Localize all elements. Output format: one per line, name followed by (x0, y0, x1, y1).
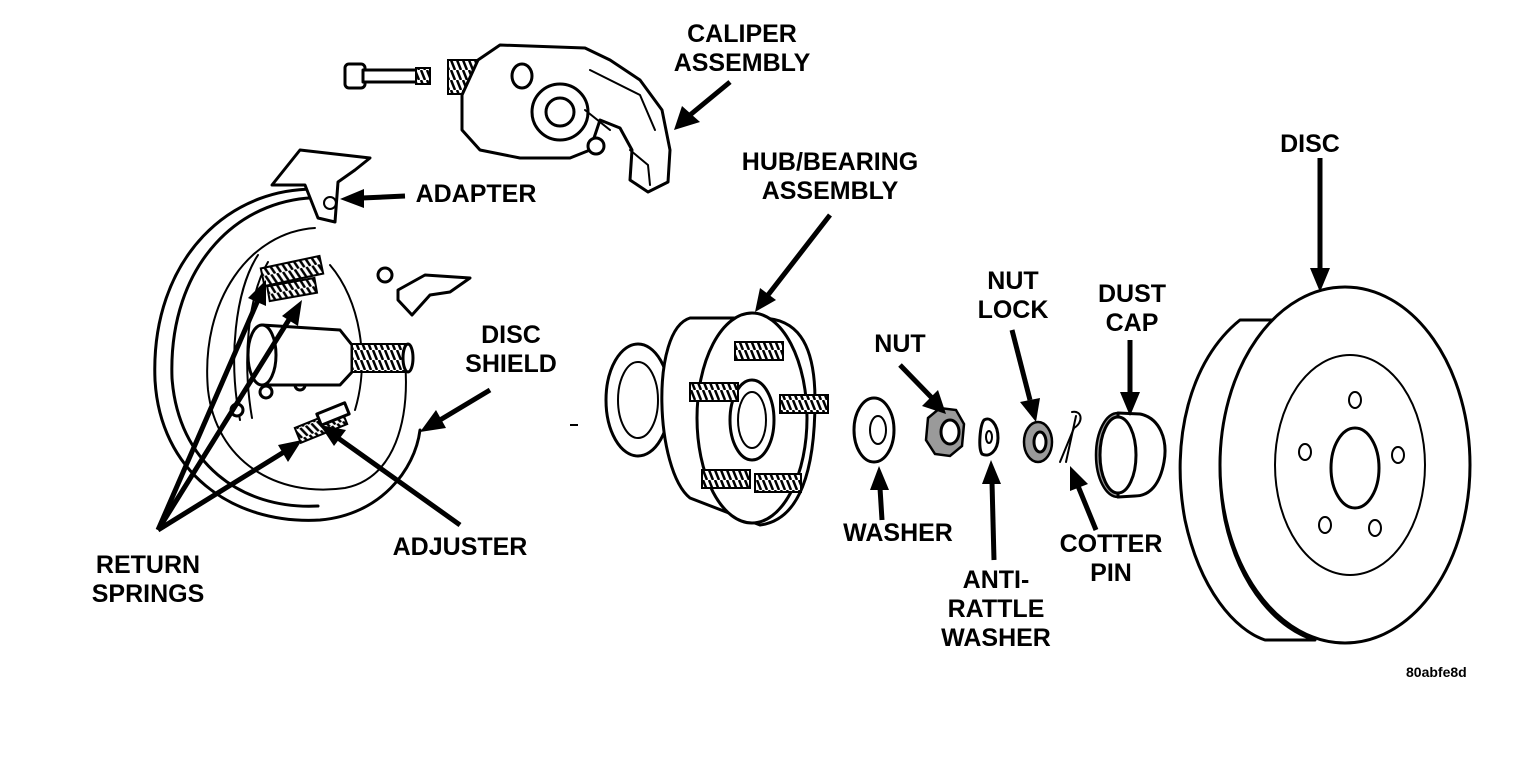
label-line: NUT (874, 330, 926, 358)
leader-arrows (155, 80, 1330, 561)
nut-lock-part (1022, 420, 1054, 464)
label-dust-cap: DUST CAP (1084, 280, 1180, 338)
label-line: SPRINGS (91, 580, 205, 608)
label-line: PIN (1090, 559, 1132, 587)
label-anti-rattle-washer: ANTI- RATTLE WASHER (928, 566, 1064, 653)
cotter-pin-part (1059, 410, 1082, 463)
brake-backing-assembly (153, 148, 472, 522)
axle-spindle (246, 323, 415, 387)
label-nut: NUT (862, 330, 938, 359)
label-line: WASHER (843, 519, 953, 547)
label-line: DISC (481, 321, 541, 349)
label-line: RATTLE (947, 595, 1045, 623)
label-caliper-assembly: CALIPER ASSEMBLY (662, 20, 822, 78)
label-line: SHIELD (465, 350, 557, 378)
wheel-studs (689, 341, 829, 493)
label-line: ASSEMBLY (761, 177, 899, 205)
adapter (270, 148, 472, 317)
return-springs-part (259, 254, 325, 303)
label-line: ADAPTER (415, 180, 537, 208)
label-line: CALIPER (687, 20, 797, 48)
caliper-bolt (343, 62, 431, 90)
label-line: LOCK (977, 296, 1049, 324)
label-line: HUB/BEARING (741, 148, 919, 176)
brake-disc (1178, 285, 1472, 645)
label-line: DUST (1097, 280, 1167, 308)
label-line: COTTER (1059, 530, 1163, 558)
label-disc-shield: DISC SHIELD (452, 321, 570, 379)
label-hub-bearing-assembly: HUB/BEARING ASSEMBLY (725, 148, 935, 206)
brake-shoes (229, 254, 394, 421)
label-cotter-pin: COTTER PIN (1050, 530, 1172, 588)
label-line: DISC (1280, 130, 1340, 158)
adjuster-part (293, 401, 351, 445)
dust-cap-part (1094, 411, 1167, 499)
anti-rattle-washer-part (978, 417, 1000, 457)
label-line: ANTI- (962, 566, 1030, 594)
label-line: ASSEMBLY (673, 49, 811, 77)
label-line: CAP (1105, 309, 1159, 337)
caliper-assembly (343, 43, 672, 194)
label-return-springs: RETURN SPRINGS (78, 551, 218, 609)
label-adapter: ADAPTER (408, 180, 544, 209)
nut-part (924, 406, 966, 458)
hub-bearing-assembly (604, 311, 829, 527)
label-disc: DISC (1272, 130, 1348, 159)
label-adjuster: ADJUSTER (380, 533, 540, 562)
label-washer: WASHER (832, 519, 964, 548)
label-line: ADJUSTER (392, 533, 528, 561)
label-nut-lock: NUT LOCK (968, 267, 1058, 325)
figure-code: 80abfe8d (1406, 664, 1467, 680)
label-line: RETURN (95, 551, 201, 579)
disc-shield (153, 187, 422, 522)
caliper-body (447, 43, 672, 194)
washer-part (852, 396, 896, 464)
label-line: WASHER (941, 624, 1051, 652)
label-line: NUT (987, 267, 1039, 295)
